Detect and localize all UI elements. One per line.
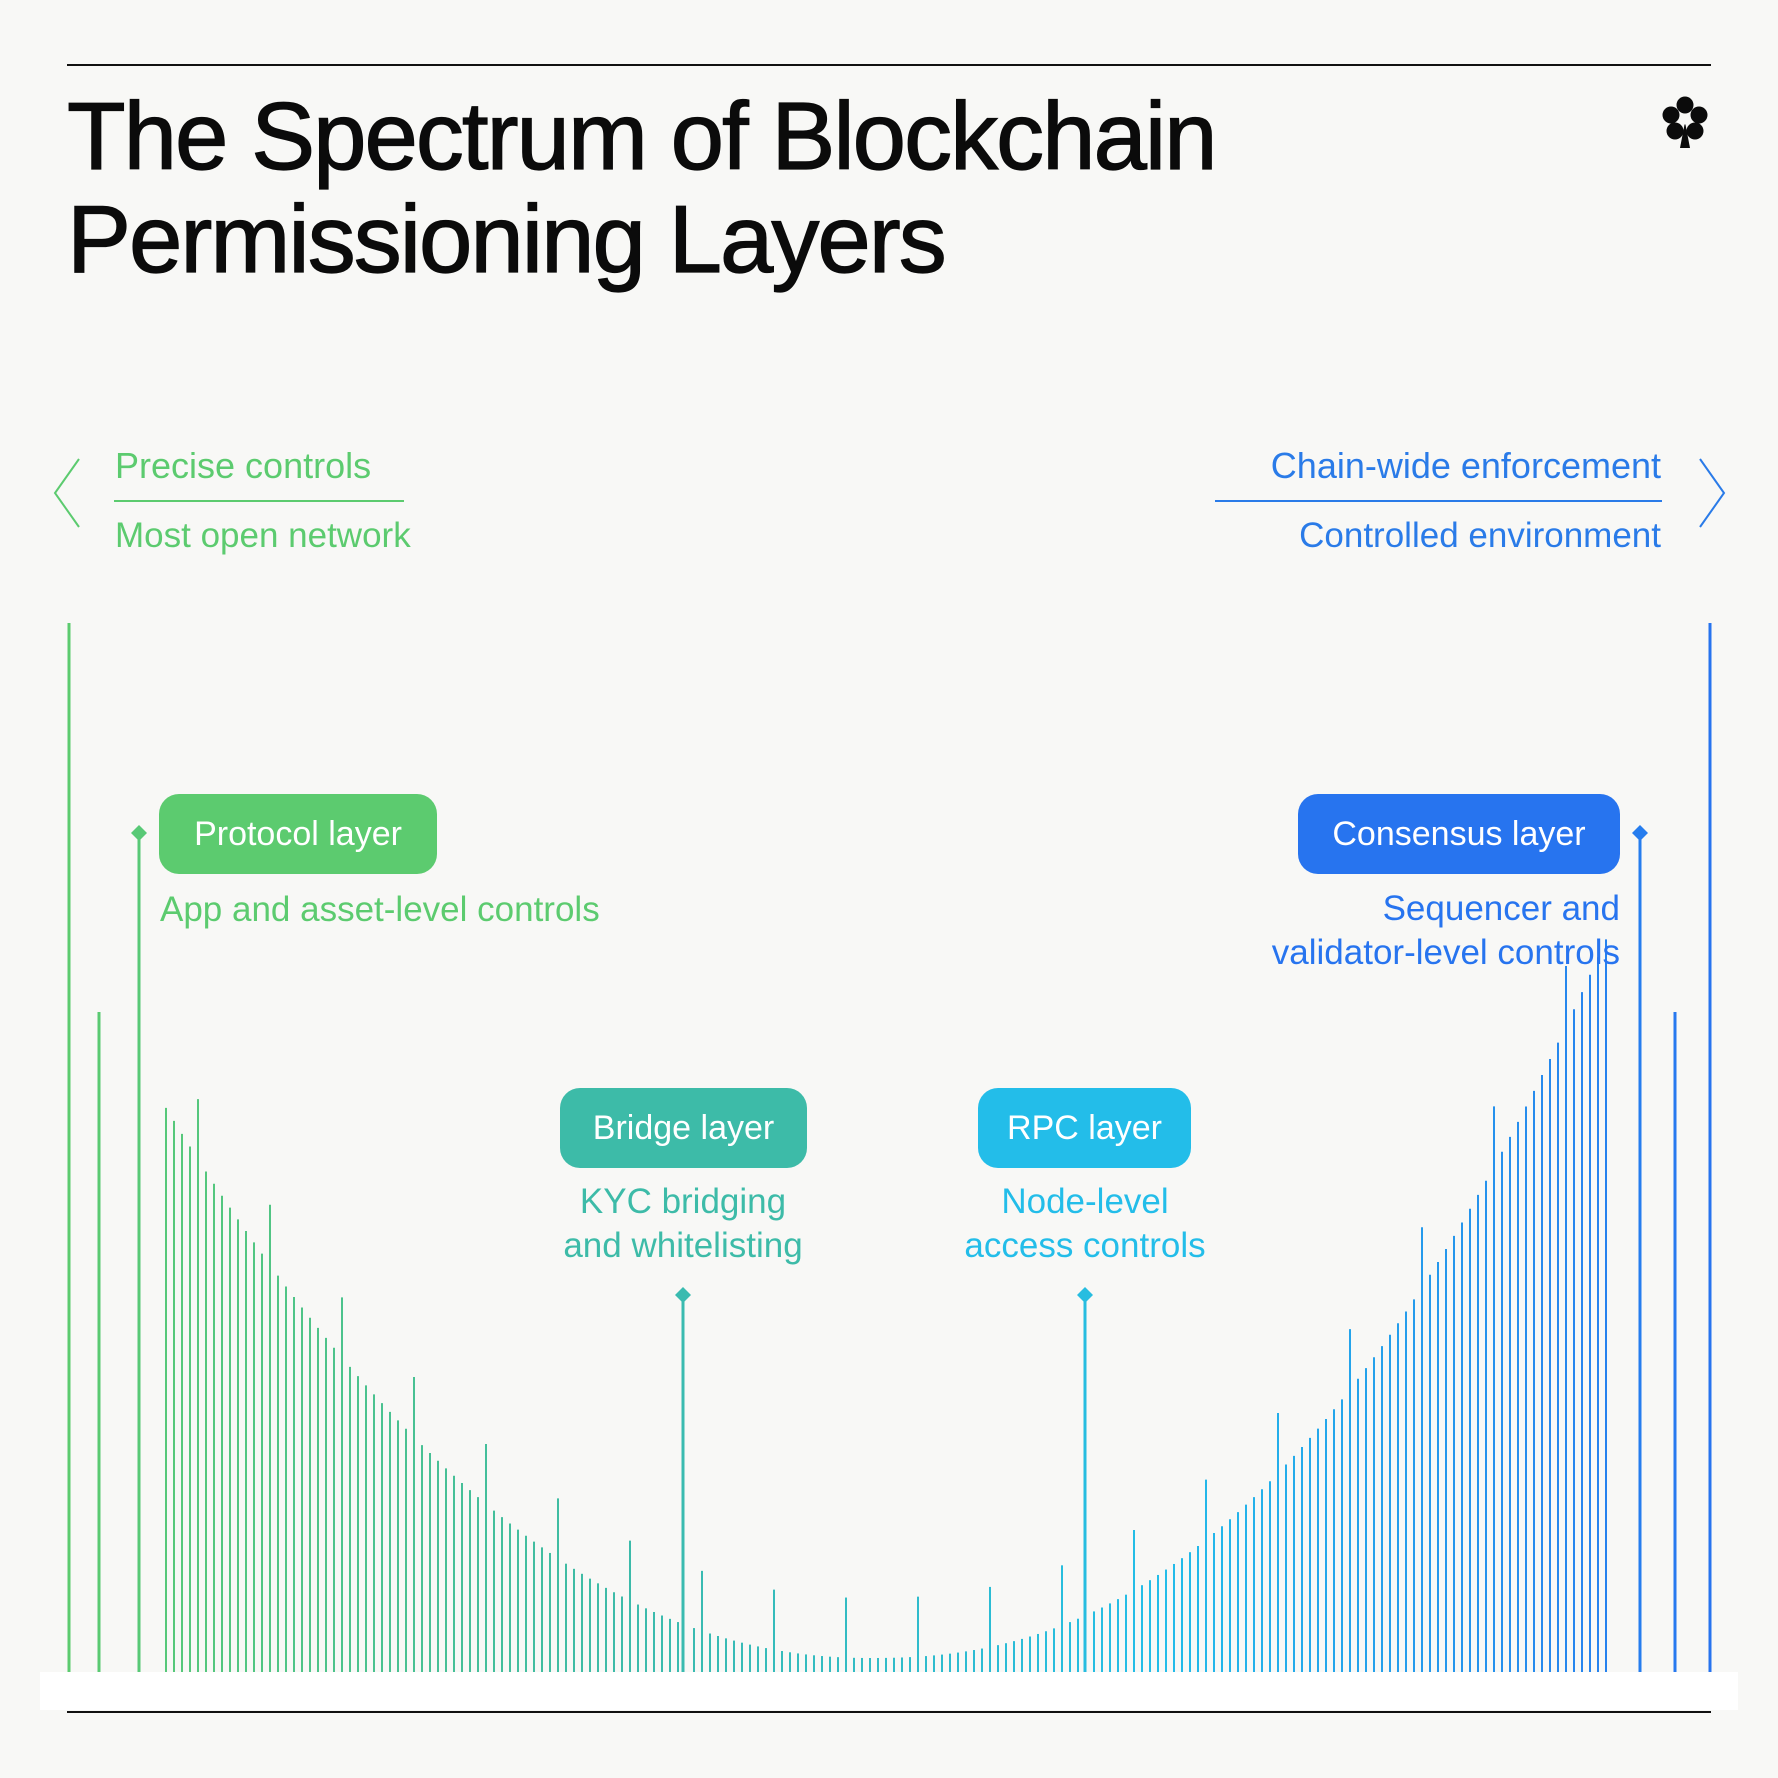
consensus-desc-line-1: Sequencer and	[1382, 889, 1620, 928]
rpc-desc-line-2: access controls	[964, 1226, 1206, 1265]
flower-logo-icon	[1662, 96, 1708, 148]
protocol-desc-line-1: App and asset-level controls	[160, 890, 600, 929]
bridge-desc-line-1: KYC bridging	[579, 1182, 787, 1221]
most-open-network-label: Most open network	[115, 516, 411, 555]
bridge-layer-marker	[675, 1287, 691, 1303]
rpc-layer-pill: RPC layer	[978, 1088, 1191, 1168]
rpc-layer-marker	[1077, 1287, 1093, 1303]
bridge-desc-line-2: and whitelisting	[563, 1226, 803, 1265]
title-line-2: Permissioning Layers	[66, 186, 947, 293]
top-divider	[67, 64, 1711, 66]
consensus-layer-marker	[1632, 825, 1648, 841]
left-heading-underline	[114, 500, 404, 502]
protocol-layer-marker	[131, 825, 147, 841]
spectrum-baseline-strip	[40, 1672, 1738, 1710]
chain-wide-enforcement-heading: Chain-wide enforcement	[1270, 445, 1661, 486]
consensus-layer-pill: Consensus layer	[1298, 794, 1620, 874]
protocol-layer-pill: Protocol layer	[159, 794, 437, 874]
bridge-layer-description: KYC bridging and whitelisting	[533, 1180, 833, 1268]
title-line-1: The Spectrum of Blockchain	[66, 83, 1218, 190]
controlled-environment-label: Controlled environment	[1299, 516, 1661, 555]
chevron-left-icon	[53, 458, 80, 528]
bottom-divider	[67, 1711, 1711, 1713]
page-title: The Spectrum of Blockchain Permissioning…	[66, 83, 1218, 293]
right-heading-underline	[1215, 500, 1662, 502]
protocol-layer-description: App and asset-level controls	[160, 888, 600, 932]
precise-controls-heading: Precise controls	[115, 445, 372, 486]
bridge-layer-pill: Bridge layer	[560, 1088, 807, 1168]
layer-stems	[131, 825, 1648, 1672]
rpc-layer-description: Node-level access controls	[935, 1180, 1235, 1268]
rpc-desc-line-1: Node-level	[1001, 1182, 1169, 1221]
chevron-right-icon	[1699, 458, 1726, 528]
spectrum-bars	[67, 623, 1712, 1672]
consensus-desc-line-2: validator-level controls	[1271, 933, 1620, 972]
consensus-layer-description: Sequencer and validator-level controls	[1272, 887, 1620, 975]
